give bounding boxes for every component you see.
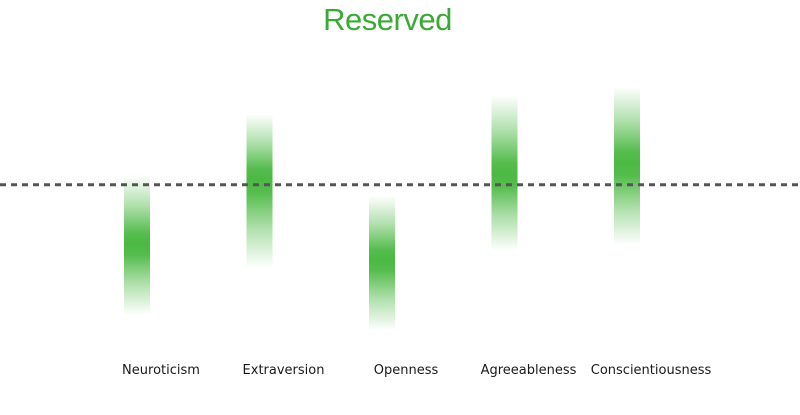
range-bar-extraversion (246, 114, 273, 269)
bar-layer (124, 86, 640, 331)
range-bar-neuroticism (124, 174, 150, 315)
range-bar-openness (369, 195, 395, 331)
category-label-openness: Openness (374, 363, 439, 378)
category-labels: Neuroticism Extraversion Openness Agreeable… (122, 363, 711, 378)
category-label-neuroticism: Neuroticism (122, 363, 200, 378)
category-label-extraversion: Extraversion (243, 363, 325, 378)
chart-title: Reserved (323, 2, 452, 37)
category-label-agreeableness: Agreeableness (481, 363, 577, 378)
range-bar-agreeableness (491, 95, 518, 252)
category-label-conscientiousness: Conscientiousness (591, 363, 712, 378)
range-bar-conscientiousness (614, 86, 640, 246)
